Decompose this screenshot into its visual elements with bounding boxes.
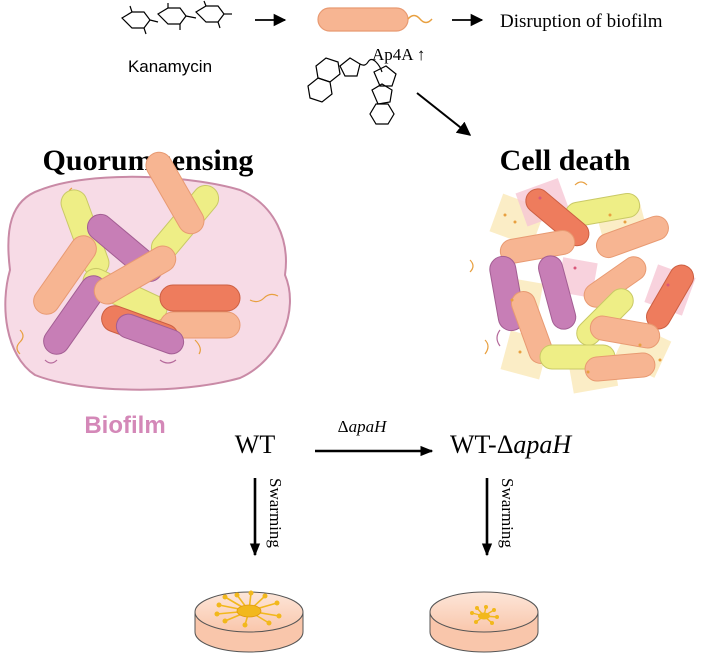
bacterium-cell [145,151,205,235]
arrow-ap4a-to-cell-death [416,92,472,136]
bacterium-cell [538,255,577,330]
bacterium-cell [159,284,241,312]
bacterium-cell [499,229,576,264]
petri-dish-mutant [429,591,539,653]
biofilm-label: Biofilm [84,412,165,439]
bacterium-icon [317,7,433,32]
cell-death-heading: Cell death [500,144,631,177]
bacterium-cell [33,235,97,315]
bacterium-cell [596,215,669,259]
wt-delta-apah-label: WT-ΔapaH [450,430,572,459]
swarming-colony-large-icon [216,592,280,626]
disruption-label: Disruption of biofilm [500,11,663,32]
biofilm-cluster [4,151,291,391]
bacterium-cell [589,315,661,349]
kanamycin-label: Kanamycin [128,57,212,76]
bacterium-cell [93,245,177,305]
bacterium-cell [584,352,656,382]
wt-label: WT [235,430,276,459]
kanamycin-structure-icon [121,0,232,35]
swarming-label-mutant: Swarming [498,478,517,548]
swarming-label-wt: Swarming [266,478,285,548]
bacterium-cell [115,313,185,355]
bacterium-cell [525,188,590,247]
dying-cells-cluster [469,178,696,394]
swarming-colony-small-icon [471,606,498,624]
ap4a-label: Ap4A ↑ [372,45,425,64]
ap4a-molecule-icon [307,57,397,125]
bacterium-cell [43,275,107,355]
delta-apah-label: ΔapaH [338,417,388,436]
petri-dish-wt [194,590,304,653]
